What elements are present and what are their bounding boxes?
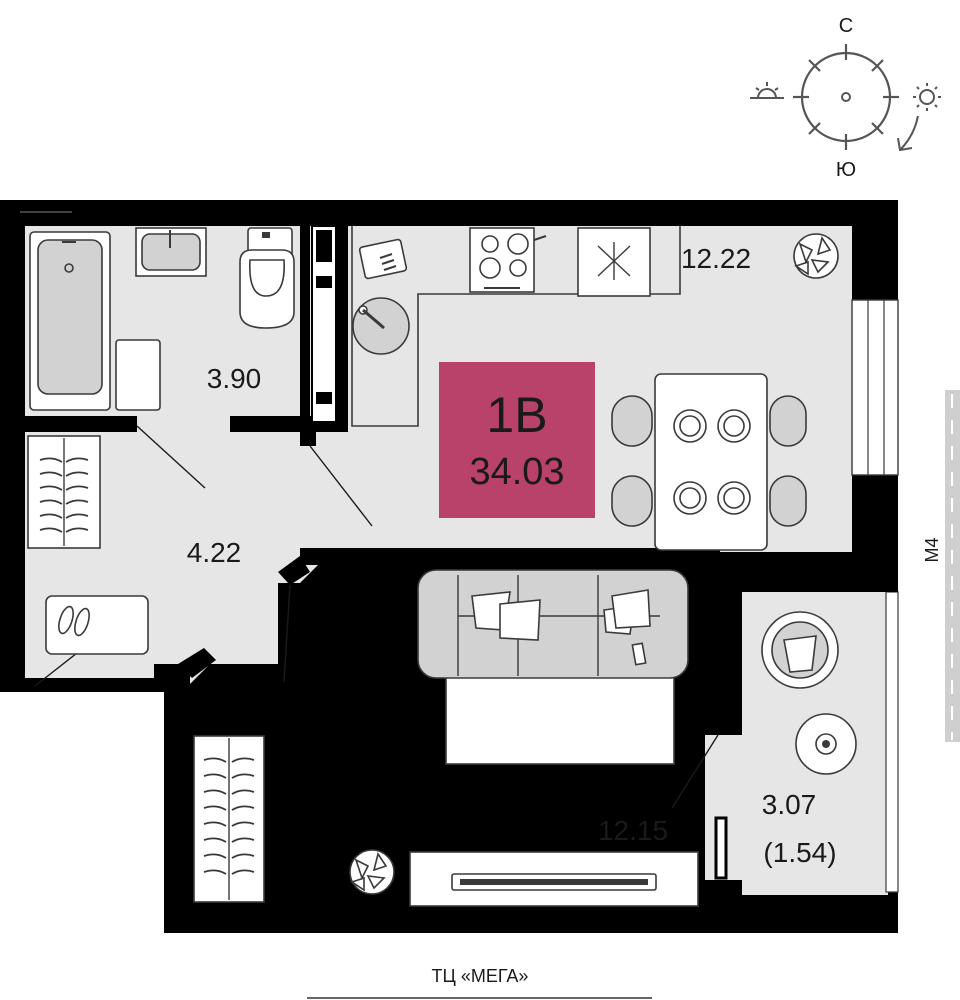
shoe-mat — [45, 595, 149, 655]
apartment-badge: 1В 34.03 — [439, 362, 595, 518]
area-balcony-reduced: (1.54) — [763, 837, 836, 868]
plant-bedroom — [349, 849, 395, 895]
bath-mat — [115, 339, 161, 411]
road-m4: М4 — [922, 390, 960, 742]
bedroom-wardrobe — [193, 735, 265, 903]
area-balcony: 3.07 — [762, 789, 817, 820]
ventilation-shaft — [311, 225, 337, 423]
area-hall: 4.22 — [187, 537, 242, 568]
cutting-board — [358, 238, 408, 280]
sunset-icon — [750, 82, 784, 99]
compass-north: С — [839, 15, 853, 37]
compass-south: Ю — [836, 159, 856, 181]
area-bathroom: 3.90 — [207, 363, 262, 394]
kitchen-counter — [351, 226, 681, 427]
interior-walls — [0, 226, 898, 908]
apartment-type: 1В — [486, 387, 547, 443]
mall-label: ТЦ «МЕГА» — [432, 966, 529, 986]
dining-set — [611, 373, 807, 551]
compass: С Ю — [750, 15, 941, 181]
bathtub — [29, 231, 111, 411]
toilet — [239, 227, 295, 329]
apartment-total-area: 34.03 — [469, 451, 564, 493]
sink — [352, 297, 410, 355]
tv-stand — [409, 851, 699, 907]
badge-background — [439, 362, 595, 518]
mall-landmark: ТЦ «МЕГА» — [307, 966, 652, 999]
area-kitchen-living: 12.22 — [681, 243, 751, 274]
area-bedroom: 12.15 — [598, 815, 668, 846]
plant-kitchen — [793, 233, 839, 279]
hall-wardrobe — [27, 435, 101, 549]
fridge — [577, 227, 651, 297]
road-label: М4 — [922, 537, 942, 562]
window-kitchen — [851, 299, 899, 476]
washbasin — [135, 227, 207, 277]
bed — [417, 569, 689, 765]
cooktop — [469, 227, 547, 293]
balcony-furniture — [714, 611, 857, 880]
sun-path-arrow-icon — [897, 115, 919, 152]
balcony-glazing — [885, 591, 899, 893]
sunrise-icon — [913, 83, 941, 111]
